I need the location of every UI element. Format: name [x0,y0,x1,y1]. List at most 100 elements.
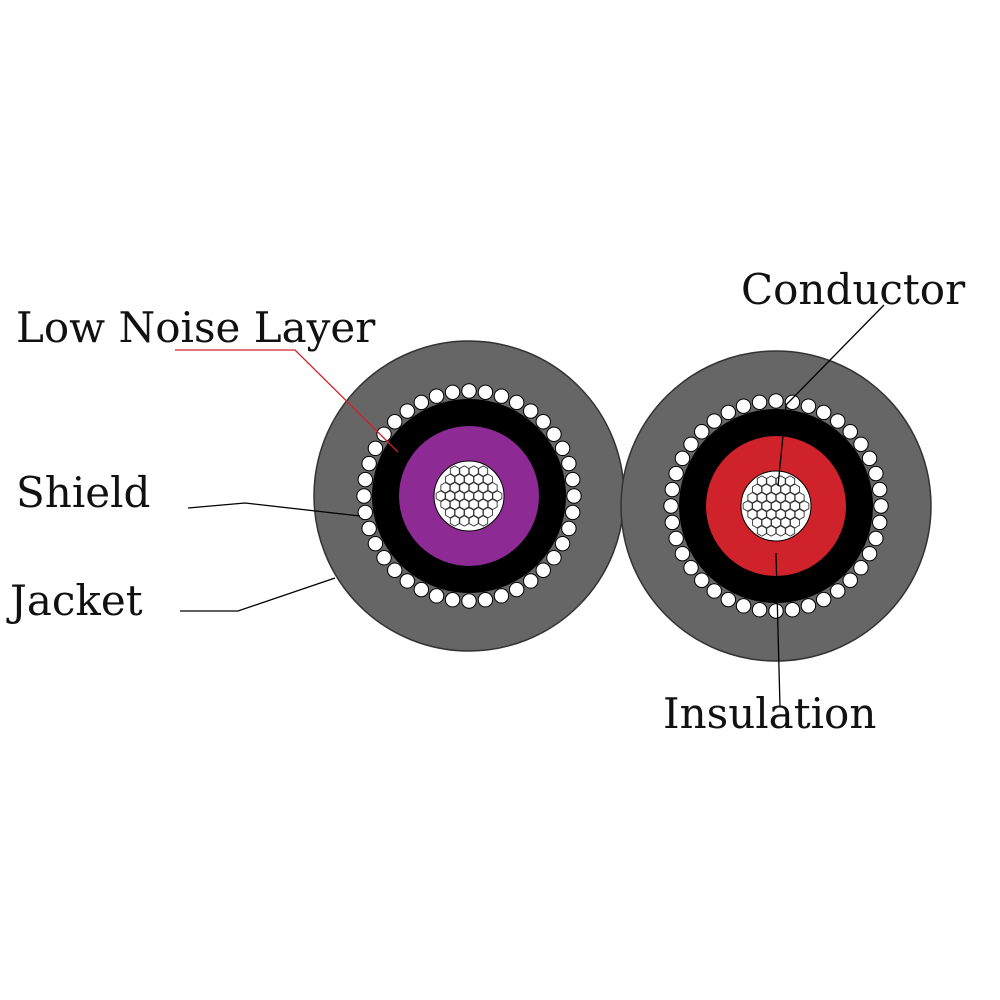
shield-strand [815,591,832,608]
shield-strand [413,394,430,411]
shield-strand [444,384,461,400]
shield-strand [768,603,784,619]
conductor-strand [785,475,796,487]
shield-strand [428,588,445,604]
shield-strand [428,388,445,404]
leader-shield [187,502,361,517]
conductor-strand [789,516,800,529]
leader-conductor [785,304,885,406]
shield-strand [751,394,768,410]
shield-strand [668,530,684,547]
shield-strand [399,403,415,419]
shield-strand [861,545,878,562]
shield-strand [720,404,737,421]
shield-strand [493,588,510,604]
shield-strand [815,404,832,421]
shield-strand [830,413,846,429]
shield-strand [535,414,551,430]
shield-strand [367,440,384,457]
shield-strand [868,530,884,547]
shield-strand [361,520,377,537]
label-shield: Shield [16,468,150,517]
hexagon-strands-icon [435,465,503,527]
left-conductor [433,460,505,532]
shield-strand [367,535,384,552]
shield-strand [361,455,377,472]
shield-strand [357,504,373,521]
shield-strand [872,481,888,498]
shield-strand [735,398,752,414]
shield-strand [664,514,680,531]
shield-strand [535,562,551,578]
left-cable [313,340,625,652]
shield-strand [683,436,699,452]
shield-strand [561,455,577,472]
conductor-strand [482,506,493,519]
leader-jacket [180,577,336,612]
shield-strand [399,573,415,589]
conductor-strand [482,473,493,486]
shield-strand [784,394,801,410]
shield-strand [861,450,878,467]
conductor-strand [459,515,470,527]
shield-strand [477,592,494,608]
conductor-strand [785,525,796,537]
shield-strand [566,488,582,504]
conductor-strand [459,481,470,494]
shield-strand [554,535,571,552]
shield-strand [565,471,581,488]
shield-strand [387,414,403,430]
conductor-strand [478,515,489,527]
conductor-strand [766,508,777,521]
shield-strand [674,450,691,467]
shield-strand [842,424,858,440]
shield-strand [784,602,801,618]
hexagon-strands-icon [742,475,810,537]
conductor-strand [487,481,498,494]
shield-strand [706,583,722,599]
conductor-strand [789,483,800,496]
shield-strand [735,598,752,614]
shield-strand [493,388,510,404]
shield-strand [683,560,699,576]
shield-strand [706,413,722,429]
shield-strand [523,403,539,419]
shield-strand [751,602,768,618]
shield-strand [387,562,403,578]
shield-strand [768,393,784,409]
conductor-strand [766,475,777,487]
shield-strand [873,498,889,514]
shield-strand [663,498,679,514]
right-conductor [740,470,812,542]
shield-strand [461,593,477,609]
shield-strand [800,598,817,614]
shield-strand [830,583,846,599]
shield-strand [508,394,525,411]
conductor-strand [492,490,503,502]
shield-strand [853,436,869,452]
conductor-strand [478,465,489,477]
label-low-noise-layer: Low Noise Layer [16,303,376,352]
shield-strand [413,581,430,598]
shield-strand [376,426,392,442]
conductor-strand [794,491,805,504]
conductor-strand [459,465,470,477]
leader-insulation [775,552,781,708]
conductor-strand [766,491,777,504]
right-shield [663,393,889,619]
shield-strand [664,481,680,498]
right-cable [620,350,932,662]
label-conductor: Conductor [741,265,966,314]
conductor-strand [799,500,810,512]
shield-strand [554,440,571,457]
shield-strand [694,572,710,588]
conductor-strand [794,508,805,521]
shield-strand [674,545,691,562]
conductor-strand [459,498,470,511]
shield-strand [444,592,461,608]
shield-strand [546,426,562,442]
shield-strand [461,383,477,399]
shield-strand [477,384,494,400]
shield-strand [872,514,888,531]
